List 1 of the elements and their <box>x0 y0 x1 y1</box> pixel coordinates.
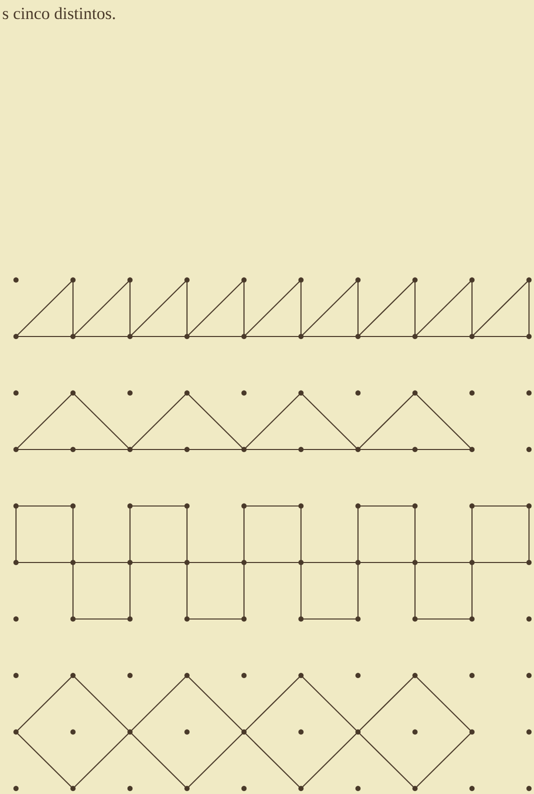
text-line: s cinco distintos. <box>2 7 115 20</box>
